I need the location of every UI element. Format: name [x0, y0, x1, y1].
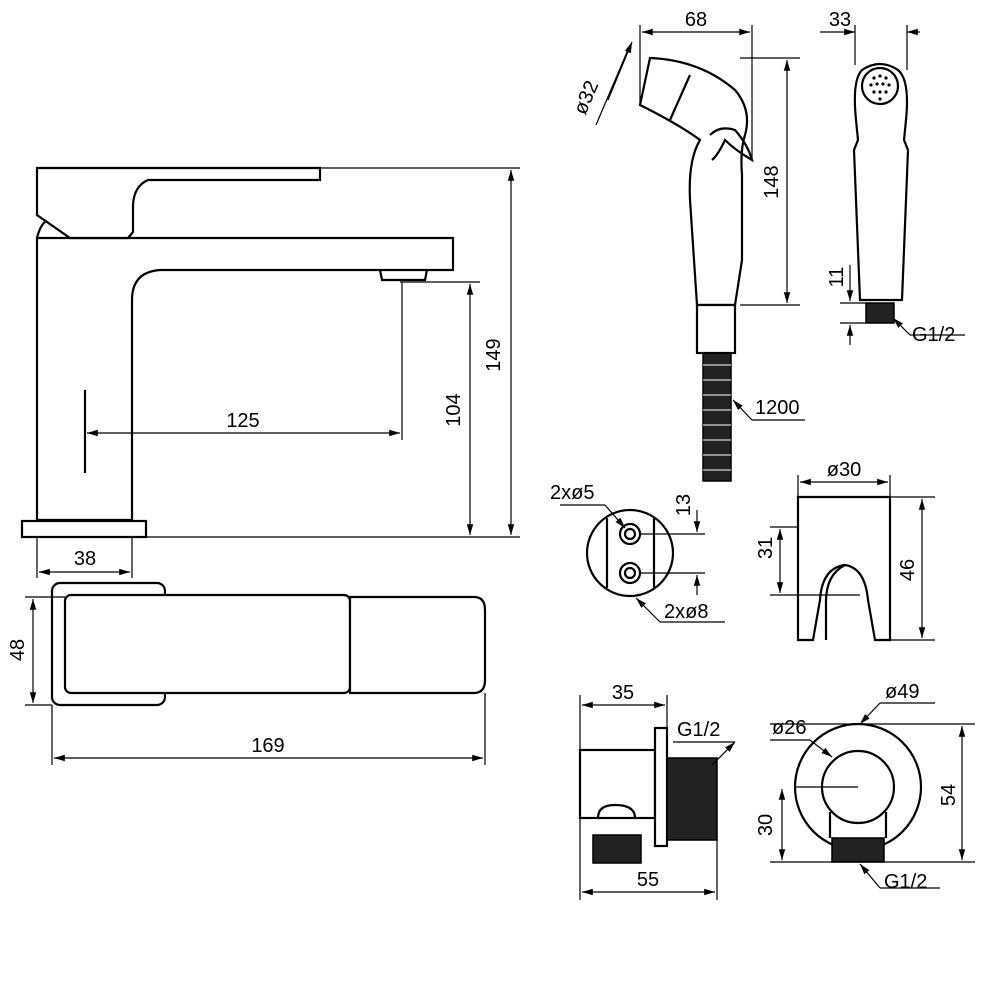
dim-top-width: 48: [7, 639, 29, 661]
outlet-side-thread-label: G1/2: [677, 719, 720, 741]
hand-shower-front-view: 33 11 G1/2: [820, 9, 965, 346]
dim-faucet-height: 149: [483, 338, 505, 371]
dim-outlet-height: 30: [755, 814, 777, 836]
dim-large-holes: 2xø8: [664, 601, 708, 623]
dim-holder-diameter: ø30: [827, 459, 861, 481]
dim-length: 169: [251, 735, 284, 757]
dim-shower-diameter: ø32: [570, 77, 604, 117]
holder-view: ø30 31 46: [755, 459, 935, 642]
dim-outlet-total-height: 54: [938, 784, 960, 806]
bracket-mount-view: 2xø5 13 2xø8: [550, 482, 725, 623]
dim-shower-height: 148: [761, 165, 783, 198]
dim-thread-length: 11: [826, 267, 848, 288]
outlet-front-thread-label: G1/2: [884, 871, 927, 893]
dim-outlet-outer-diameter: ø49: [885, 681, 919, 703]
dim-shower-side-width: 33: [829, 9, 851, 31]
dim-base-width: 38: [74, 548, 96, 570]
faucet-side-view: 149 104 125 38: [20, 166, 520, 578]
dim-outlet-depth: 35: [612, 682, 634, 704]
dim-spout-height: 104: [443, 393, 465, 426]
wall-outlet-side-view: 35 G1/2 55: [578, 682, 736, 900]
dim-small-holes: 2xø5: [550, 482, 594, 504]
dim-outlet-total-depth: 55: [637, 869, 659, 891]
wall-outlet-front-view: ø26 ø49 30 54 G1/2: [755, 681, 975, 893]
shower-thread-label: G1/2: [912, 324, 955, 346]
dim-reach: 125: [226, 410, 259, 432]
dim-hose-length: 1200: [755, 397, 800, 419]
dim-hole-spacing: 13: [673, 494, 695, 516]
dim-holder-height: 46: [897, 559, 919, 581]
dim-shower-width: 68: [685, 9, 707, 31]
dim-holder-inner-height: 31: [755, 537, 777, 559]
hand-shower-side-view: 68 ø32 148 1200: [570, 9, 805, 482]
dim-outlet-inner-diameter: ø26: [772, 717, 806, 739]
faucet-top-view: 48 169: [7, 581, 487, 765]
